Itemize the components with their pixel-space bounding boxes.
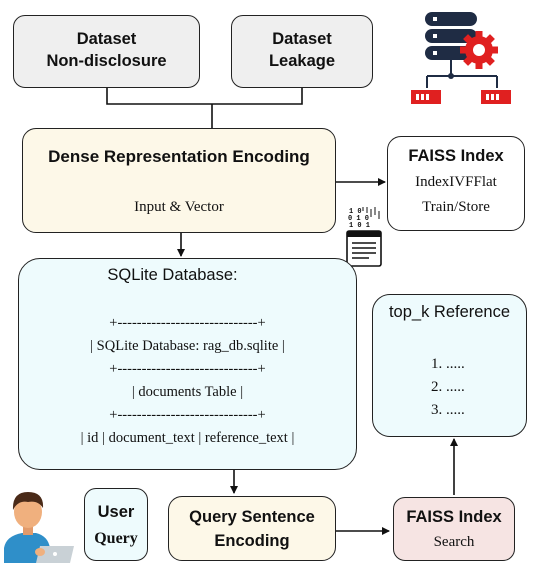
dataset-merge-line: [106, 88, 303, 105]
query-encoding-line1: Query Sentence: [189, 508, 315, 526]
faiss-index-store-line2: Train/Store: [422, 199, 490, 215]
sqlite-row-columns: | id | document_text | reference_text |: [80, 430, 295, 446]
sqlite-row-border: +-----------------------------+: [109, 407, 266, 423]
dataset-nondisclosure-line1: Dataset: [76, 30, 137, 48]
sqlite-row-dbname: | SQLite Database: rag_db.sqlite |: [90, 338, 285, 354]
dataset-nondisclosure-box: Dataset Non-disclosure: [13, 15, 200, 88]
database-settings-icon: [411, 12, 511, 104]
dataset-nondisclosure-line2: Non-disclosure: [46, 52, 167, 70]
topk-reference-title: top_k Reference: [388, 303, 511, 321]
faiss-index-store-line1: IndexIVFFlat: [415, 174, 497, 190]
faiss-index-search-box: FAISS Index Search: [393, 497, 515, 561]
topk-item-3: 3. .....: [431, 402, 465, 418]
gear-icon: [460, 31, 498, 69]
svg-text:1 0: 1 0: [349, 208, 362, 216]
sqlite-database-title: SQLite Database:: [107, 266, 238, 284]
sqlite-row-table: | documents Table |: [131, 384, 244, 400]
user-query-line2: Query: [94, 530, 138, 547]
dataset-leakage-line2: Leakage: [268, 52, 336, 70]
user-query-box: User Query: [84, 488, 148, 561]
document-binary-icon: 1 0 0 1 0 1 0 1: [346, 207, 382, 267]
dataset-leakage-line1: Dataset: [272, 30, 332, 48]
user-avatar-icon: [4, 492, 74, 563]
faiss-index-search-title: FAISS Index: [406, 508, 502, 526]
svg-text:0 1 0: 0 1 0: [348, 215, 369, 223]
dense-encoding-title: Dense Representation Encoding: [48, 147, 310, 166]
query-sentence-encoding-box: Query Sentence Encoding: [168, 496, 336, 561]
dense-encoding-box: Dense Representation Encoding Input & Ve…: [22, 128, 336, 233]
dense-encoding-subtitle: Input & Vector: [134, 199, 224, 215]
topk-item-1: 1. .....: [431, 356, 465, 372]
faiss-index-search-subtitle: Search: [433, 534, 475, 550]
sqlite-schema-text: +-----------------------------+ | SQLite…: [19, 312, 356, 450]
topk-item-2: 2. .....: [431, 379, 465, 395]
query-encoding-line2: Encoding: [214, 532, 290, 550]
faiss-index-store-box: FAISS Index IndexIVFFlat Train/Store: [387, 136, 525, 231]
dataset-leakage-box: Dataset Leakage: [231, 15, 373, 88]
user-query-line1: User: [97, 503, 135, 521]
svg-text:1 0 1: 1 0 1: [349, 222, 370, 230]
faiss-index-store-title: FAISS Index: [408, 147, 504, 165]
topk-reference-box: top_k Reference 1. ..... 2. ..... 3. ...…: [372, 294, 527, 437]
sqlite-row-border: +-----------------------------+: [109, 315, 266, 331]
sqlite-database-box: SQLite Database: +----------------------…: [18, 258, 357, 470]
sqlite-row-border: +-----------------------------+: [109, 361, 266, 377]
